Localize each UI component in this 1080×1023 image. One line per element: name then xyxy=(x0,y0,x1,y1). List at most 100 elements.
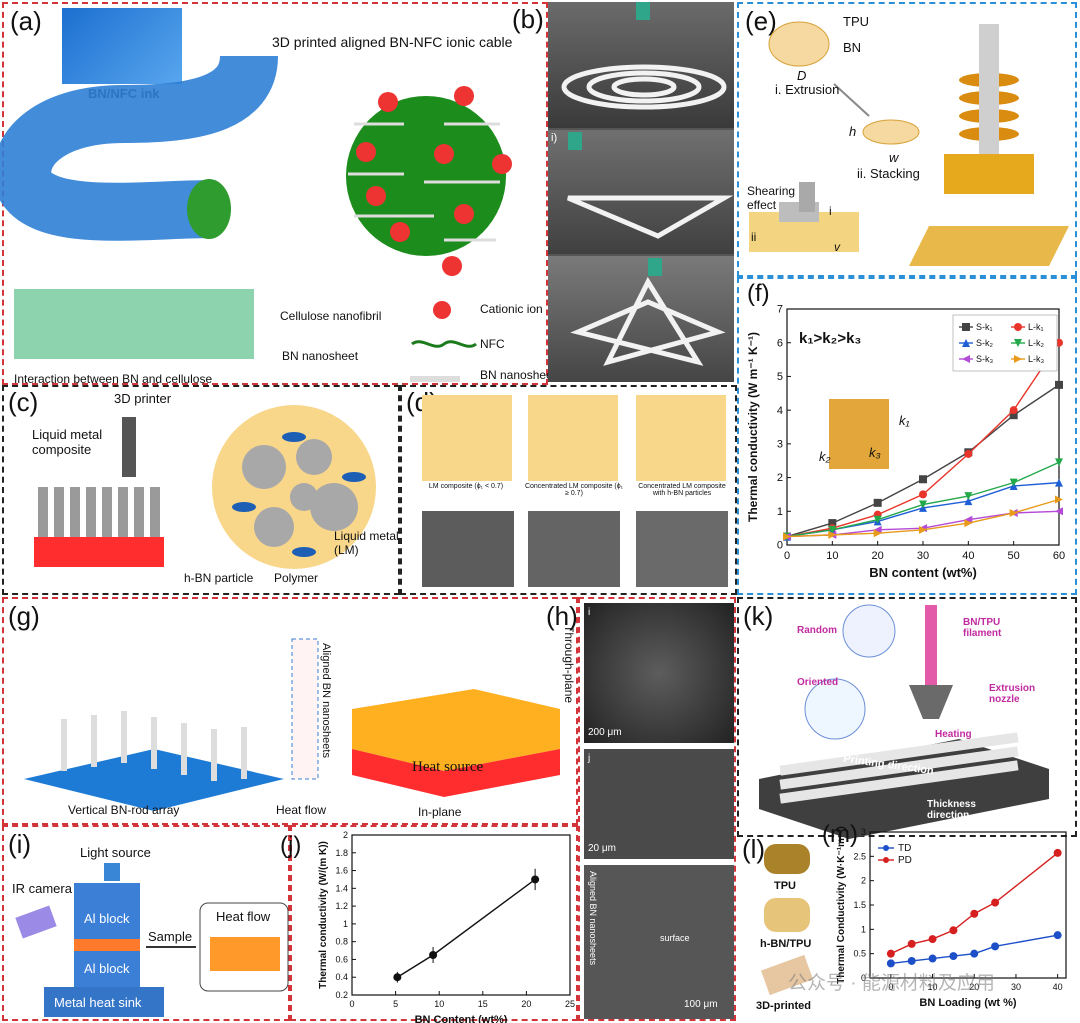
data-point xyxy=(907,956,916,965)
y-tick-label: 1 xyxy=(343,919,348,929)
liquid-metal-diagram xyxy=(34,405,376,569)
x-tick-label: 10 xyxy=(928,982,938,992)
data-point xyxy=(928,935,937,944)
sample-label: Sample xyxy=(148,929,193,944)
sem-image-2 xyxy=(528,511,620,587)
x-axis-label: BN Content (wt%) xyxy=(415,1014,508,1023)
data-point xyxy=(1009,406,1018,415)
bn-rod-array-diagram xyxy=(24,638,560,811)
x-tick-label: 0 xyxy=(888,982,893,992)
x-tick-label: 0 xyxy=(784,550,790,562)
d-label: D xyxy=(797,68,807,83)
legend-marker xyxy=(962,339,970,347)
lm-composite-drawing xyxy=(422,395,512,481)
data-point xyxy=(964,515,973,524)
cellulose-label: Cellulose nanofibril xyxy=(280,309,382,323)
x-tick-label: 40 xyxy=(962,550,974,562)
x-tick-label: 20 xyxy=(872,550,884,562)
panel-i-label: (i) xyxy=(8,829,32,859)
legend-cationic-ion: Cationic ion xyxy=(480,302,543,316)
y-tick-label: 0 xyxy=(777,540,783,552)
legend-entry: S-k₁ xyxy=(976,322,993,332)
legend-marker xyxy=(962,355,970,363)
data-point xyxy=(1055,507,1063,516)
bn-nanosheet-label: BN nanosheet xyxy=(282,349,359,363)
panel-e: (e) TPU BN D i. Extrusion h w ii. Stacki… xyxy=(737,2,1077,277)
data-point xyxy=(964,497,973,506)
series-line xyxy=(890,934,1058,965)
data-point xyxy=(919,490,927,499)
data-point xyxy=(970,909,979,918)
interaction-label: Interaction between BN and cellulose xyxy=(14,372,213,386)
h-sub-j: j xyxy=(588,753,591,764)
data-point xyxy=(1055,495,1063,504)
d-caption-3: Concentrated LM composite with h-BN part… xyxy=(638,483,726,497)
k-label: k₂ xyxy=(819,449,831,464)
h-scale-2: 20 μm xyxy=(588,843,616,854)
data-point xyxy=(1053,931,1062,940)
extrusion-label: i. Extrusion xyxy=(775,82,840,97)
l-printed-label: 3D-printed xyxy=(756,1000,811,1012)
x-tick-label: 50 xyxy=(1008,550,1020,562)
data-point xyxy=(991,898,1000,907)
x-tick-label: 5 xyxy=(393,999,398,1009)
al-block-bottom-label: Al block xyxy=(84,961,130,976)
panel-h-label: (h) xyxy=(546,601,578,631)
random-label: Random xyxy=(797,625,837,636)
data-point xyxy=(1055,478,1063,487)
extrusion-stacking-diagram xyxy=(749,21,1069,266)
legend-entry: PD xyxy=(898,855,912,866)
y-tick-label: 0.2 xyxy=(335,990,348,1000)
legend-marker xyxy=(883,857,889,863)
lm-composite-label: Liquid metal composite xyxy=(32,427,103,457)
x-tick-label: 10 xyxy=(434,999,444,1009)
panel-d: (d) LM composite (ϕ₁ < 0.7) Concentrated… xyxy=(400,385,737,595)
y-tick-label: 3 xyxy=(777,439,783,451)
aligned-bn-label: Aligned BN nanosheets xyxy=(320,643,332,758)
data-point xyxy=(1055,380,1063,389)
panel-g-label: (g) xyxy=(8,601,40,631)
data-point xyxy=(928,954,937,963)
data-point xyxy=(1055,458,1063,467)
h-scale-3: 100 μm xyxy=(684,999,718,1010)
data-point xyxy=(828,530,837,539)
heat-source-label: Heat source xyxy=(412,759,484,775)
h-sub-i: i xyxy=(588,607,591,618)
y-tick-label: 2 xyxy=(343,830,348,840)
light-source-label: Light source xyxy=(80,845,151,860)
panel-j-label: (j) xyxy=(280,832,301,859)
ii-label: ii xyxy=(751,230,757,244)
data-point xyxy=(828,519,837,528)
panel-b-label: (b) xyxy=(512,4,544,34)
y-tick-label: 2 xyxy=(861,876,866,886)
data-point xyxy=(919,525,927,534)
watermark: 公众号 · 能源材料及应用 xyxy=(788,973,995,994)
legend-marker xyxy=(1014,355,1022,363)
x-tick-label: 20 xyxy=(521,999,531,1009)
x-axis-label: BN Loading (wt %) xyxy=(919,997,1016,1009)
data-point xyxy=(1009,508,1018,517)
x-tick-label: 30 xyxy=(1011,982,1021,992)
data-point xyxy=(991,942,1000,951)
panel-a: (a) BN/NFC ink 3D printed aligned BN-NFC… xyxy=(0,2,556,386)
data-point xyxy=(907,939,916,948)
oriented-label: Oriented xyxy=(797,677,839,688)
x-axis-label: BN content (wt%) xyxy=(869,565,977,580)
d-caption-1: LM composite (ϕ₁ < 0.7) xyxy=(428,483,504,490)
ionic-cable-illustration xyxy=(0,53,512,382)
star-print-photo xyxy=(548,256,734,382)
k-label: k₁ xyxy=(899,413,910,428)
x-tick-label: 40 xyxy=(1053,982,1063,992)
l-tpu-label: TPU xyxy=(774,880,796,892)
panel-f-label: (f) xyxy=(747,280,770,307)
y-tick-label: 3 xyxy=(861,827,866,837)
hbn-tpu-filament-image xyxy=(764,898,810,932)
sem-aligned-nanosheets xyxy=(584,865,734,1019)
h-aligned-label: Aligned BN nanosheets xyxy=(588,871,598,966)
legend-entry: L-k₃ xyxy=(1028,354,1045,364)
rod-array-label: Vertical BN-rod array xyxy=(68,803,180,817)
stacking-label: ii. Stacking xyxy=(857,166,920,181)
i-label: i xyxy=(829,204,832,218)
